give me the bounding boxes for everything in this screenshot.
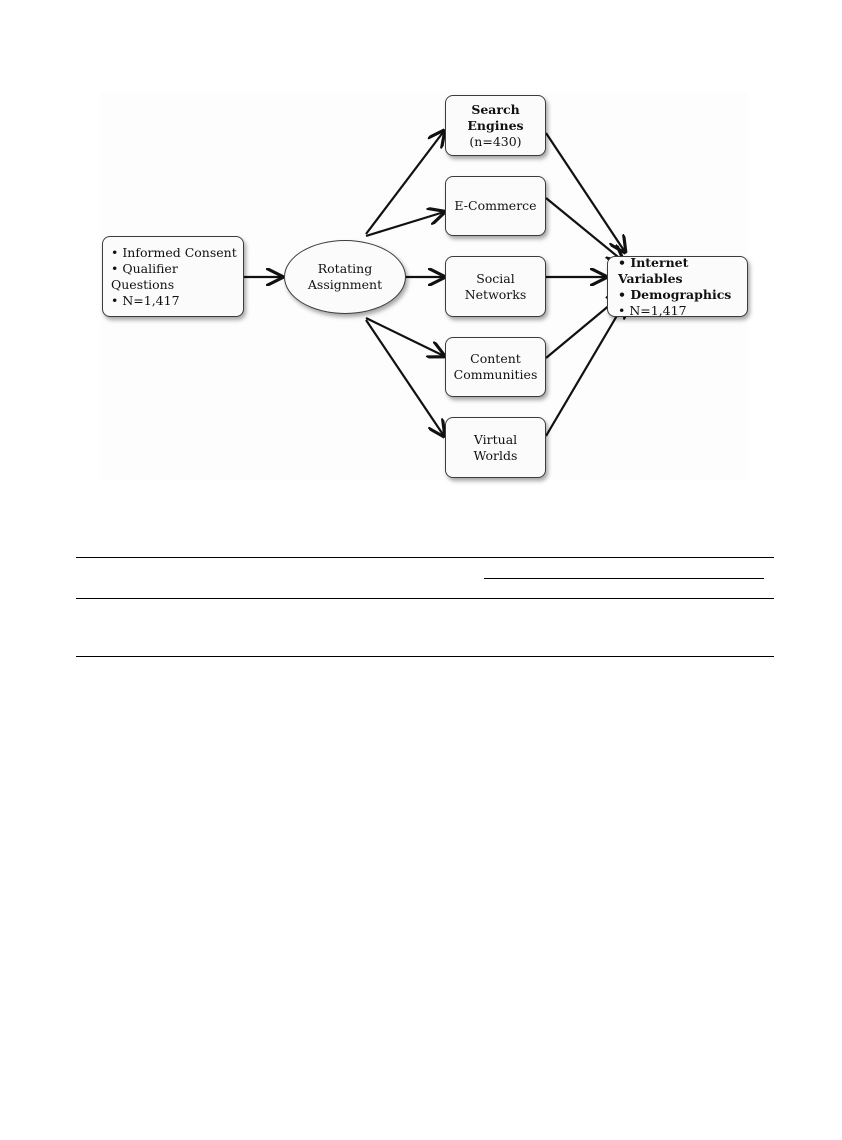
table-header-rule	[76, 598, 774, 599]
table-column-group-rule	[484, 578, 764, 579]
virtual-worlds-line-1: Virtual	[473, 431, 518, 447]
social-networks-box: Social Networks	[445, 256, 546, 317]
arrow-e-commerce-to-end	[545, 197, 623, 261]
end-line-2: • Demographics	[618, 286, 732, 302]
search-engines-line-2: Engines	[467, 117, 524, 133]
search-engines-line-1: Search	[471, 101, 520, 117]
arrow-search-engines-to-end	[545, 132, 625, 252]
rotating-assignment-node: Rotating Assignment	[284, 240, 406, 314]
table-bottom-rule	[76, 656, 774, 657]
end-line-1: • Internet Variables	[618, 254, 689, 286]
start-line-2: • Qualifier Questions	[111, 260, 178, 292]
assignment-line-1: Rotating	[317, 261, 373, 276]
table-top-rule	[76, 557, 774, 558]
start-line-3: • N=1,417	[111, 292, 180, 308]
assignment-line-2: Assignment	[307, 277, 383, 292]
virtual-worlds-line-2: Worlds	[473, 447, 518, 463]
social-networks-line-2: Networks	[464, 286, 527, 302]
arrow-assignment-to-virtual-worlds	[365, 319, 444, 436]
virtual-worlds-box: Virtual Worlds	[445, 417, 546, 478]
content-communities-line-2: Communities	[453, 367, 538, 382]
start-line-1: • Informed Consent	[111, 244, 237, 260]
arrow-virtual-worlds-to-end	[545, 302, 625, 437]
arrow-assignment-to-search-engines	[365, 131, 444, 235]
internet-variables-box: • Internet Variables • Demographics • N=…	[607, 254, 748, 318]
search-engines-box: Search Engines (n=430)	[445, 95, 546, 156]
arrow-assignment-to-e-commerce	[365, 212, 444, 238]
search-engines-line-3: (n=430)	[469, 133, 522, 149]
content-communities-box: Content Communities	[445, 337, 546, 397]
informed-consent-box: • Informed Consent • Qualifier Questions…	[102, 236, 244, 317]
content-communities-line-1: Content	[470, 351, 521, 366]
e-commerce-line-1: E-Commerce	[454, 198, 537, 213]
social-networks-line-1: Social	[476, 270, 515, 286]
arrow-assignment-to-content-communities	[365, 317, 444, 356]
end-line-3: • N=1,417	[618, 302, 687, 318]
e-commerce-box: E-Commerce	[445, 176, 546, 236]
